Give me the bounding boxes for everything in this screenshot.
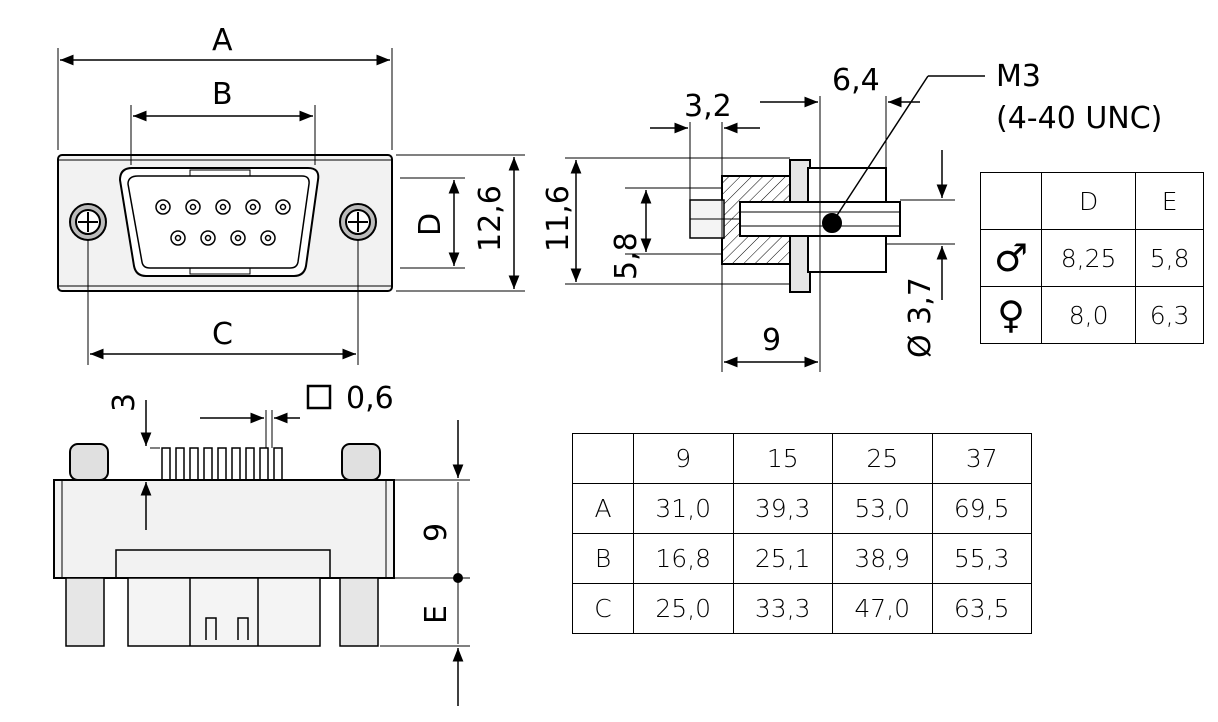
table-cell: 25,1	[732, 533, 833, 584]
table-header-cell	[980, 172, 1042, 230]
dim-label-pin-protrusion: 3	[107, 393, 142, 412]
table-row-label: A	[572, 483, 634, 534]
table-cell: 31,0	[633, 483, 734, 534]
table-header-cell: 15	[732, 433, 833, 484]
thread-label: M3	[996, 59, 1041, 94]
dim-label-height: 12,6	[473, 185, 508, 252]
dim-label-B: B	[212, 77, 233, 112]
table-header-cell: D	[1040, 172, 1137, 230]
table-cell: 69,5	[931, 483, 1032, 534]
size-dimension-table: 9 15 25 37 A 31,0 39,3 53,0 69,5 B 16,8 …	[572, 433, 1032, 634]
table-header-cell: 25	[832, 433, 933, 484]
table-cell: 16,8	[633, 533, 734, 584]
table-cell: 55,3	[931, 533, 1032, 584]
table-header-row: 9 15 25 37	[572, 433, 1032, 484]
dim-label-diameter: Ø 3,7	[903, 277, 938, 358]
table-header-cell: E	[1135, 172, 1204, 230]
table-row: A 31,0 39,3 53,0 69,5	[572, 483, 1032, 534]
dim-label-C: C	[212, 317, 233, 352]
table-cell: 63,5	[931, 583, 1032, 634]
dim-label-A: A	[212, 23, 233, 58]
table-header-cell: 37	[931, 433, 1032, 484]
table-cell: 25,0	[633, 583, 734, 634]
table-cell: 39,3	[732, 483, 833, 534]
dim-label-pin-square: 0,6	[346, 381, 394, 416]
dim-label-inner-height: 5,8	[609, 232, 644, 280]
dim-label-flange: 6,4	[832, 63, 880, 98]
pins-row-1	[155, 199, 291, 215]
table-header-cell: 9	[633, 433, 734, 484]
dim-label-body-height: 9	[419, 523, 454, 542]
side-view	[565, 75, 985, 372]
front-view	[57, 48, 525, 365]
dim-label-depth: 9	[762, 323, 781, 358]
table-row: B 16,8 25,1 38,9 55,3	[572, 533, 1032, 584]
pcb-pins	[161, 447, 283, 481]
dim-label-D: D	[413, 213, 448, 236]
table-row-label: C	[572, 583, 634, 634]
table-cell: 47,0	[832, 583, 933, 634]
table-cell: 38,9	[832, 533, 933, 584]
female-symbol-icon: ♀	[980, 286, 1042, 344]
table-cell: 8,0	[1040, 286, 1137, 344]
table-cell: 5,8	[1135, 229, 1204, 287]
table-header-cell	[572, 433, 634, 484]
table-cell: 33,3	[732, 583, 833, 634]
bottom-view	[53, 384, 470, 706]
thread-label-alt: (4-40 UNC)	[996, 101, 1162, 136]
dim-label-outer-height: 11,6	[541, 185, 576, 252]
table-row: C 25,0 33,3 47,0 63,5	[572, 583, 1032, 634]
square-symbol	[306, 384, 332, 410]
screw-left	[69, 203, 107, 241]
table-cell: 8,25	[1040, 229, 1137, 287]
table-row-label: B	[572, 533, 634, 584]
table-header-row: D E	[980, 172, 1204, 230]
d-shell	[118, 167, 320, 277]
table-cell: 53,0	[832, 483, 933, 534]
table-row: ♂ 8,25 5,8	[980, 229, 1204, 287]
dim-label-E: E	[419, 605, 454, 624]
front-shell-bottom	[65, 577, 379, 647]
table-row: ♀ 8,0 6,3	[980, 286, 1204, 344]
table-cell: 6,3	[1135, 286, 1204, 344]
pins-row-2	[170, 230, 276, 246]
male-symbol-icon: ♂	[980, 229, 1042, 287]
gender-dimension-table: D E ♂ 8,25 5,8 ♀ 8,0 6,3	[980, 172, 1204, 344]
bottom-housing	[53, 479, 395, 579]
dim-label-pin-offset: 3,2	[684, 89, 732, 124]
screw-right	[339, 203, 377, 241]
